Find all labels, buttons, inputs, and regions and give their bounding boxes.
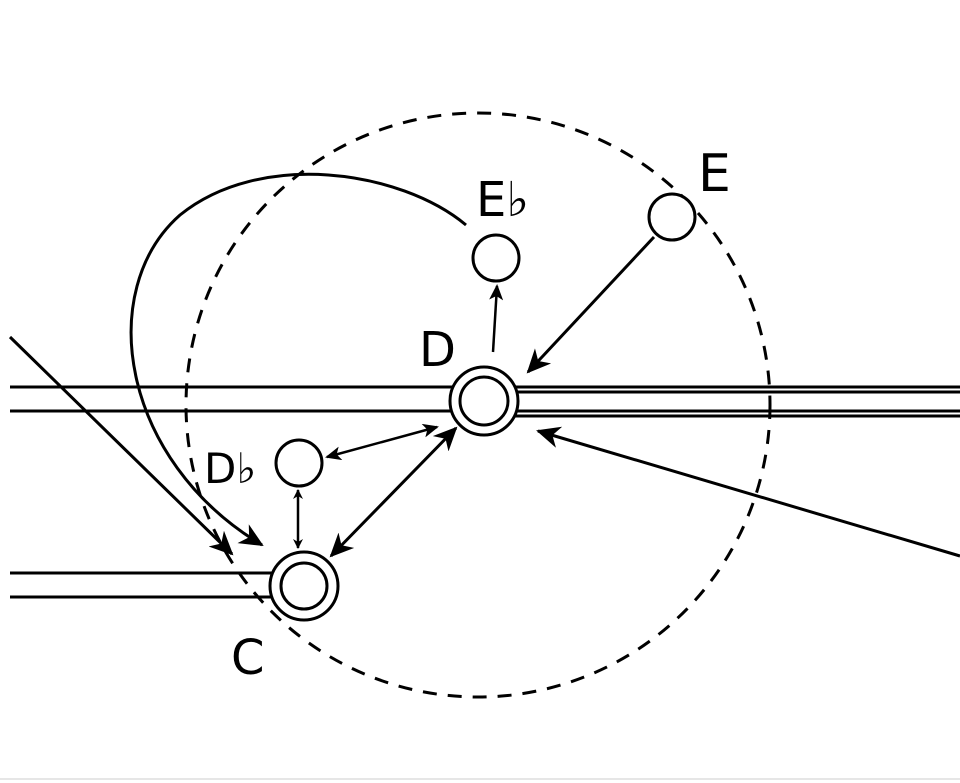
dashed-orbit-circle: [184, 111, 772, 699]
double-arrow-dflat-d: [325, 423, 439, 461]
arrow-right-entry-to-d: [536, 426, 960, 558]
double-arrow-d-c: [329, 426, 458, 558]
curve-arrow-eflat-to-c: [129, 172, 467, 547]
node-d: [448, 365, 520, 437]
arrow-d-to-eflat: [489, 284, 504, 353]
node-c: [268, 550, 340, 622]
label-d-flat: D♭: [204, 444, 256, 493]
label-c: C: [231, 630, 265, 686]
label-e-flat: E♭: [476, 172, 529, 228]
label-e: E: [698, 144, 731, 204]
node-e: [647, 192, 697, 242]
arrow-e-to-d: [526, 235, 656, 374]
node-e-flat: [471, 233, 521, 283]
arrow-left-entry-to-c: [8, 335, 234, 556]
label-d: D: [419, 322, 456, 378]
node-d-flat: [274, 438, 324, 488]
bottom-divider: [0, 778, 960, 780]
